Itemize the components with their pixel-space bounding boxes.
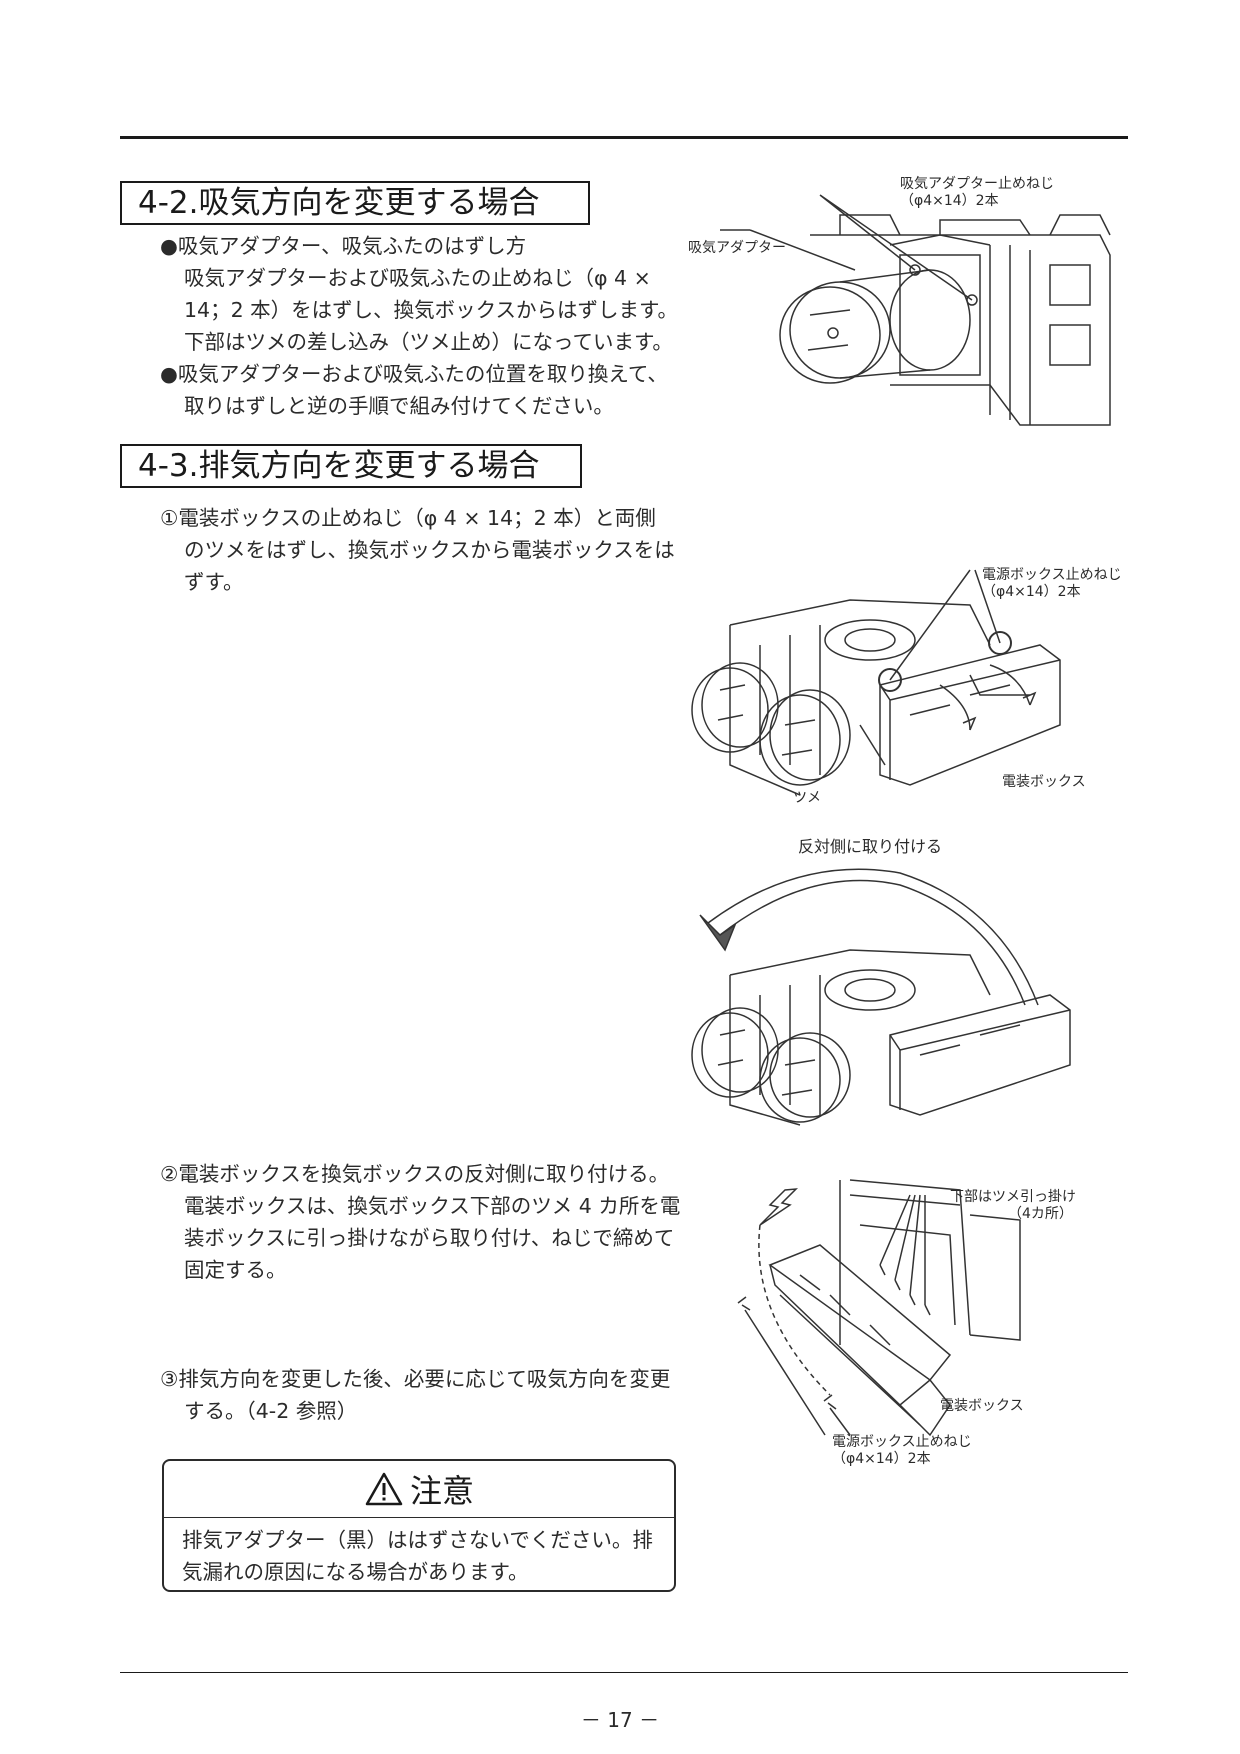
text-line: 固定する。 bbox=[184, 1258, 287, 1282]
callout-intake-adapter: 吸気アダプター bbox=[688, 240, 786, 256]
text-line: ●吸気アダプターおよび吸気ふたの位置を取り換えて、 bbox=[160, 362, 668, 386]
remove-box-illustration bbox=[691, 569, 1061, 796]
section-4-3-step2: ②電装ボックスを換気ボックスの反対側に取り付ける。 電装ボックスは、換気ボックス… bbox=[160, 1158, 680, 1286]
text-line: 14；2 本）をはずし、換気ボックスからはずします。 bbox=[184, 298, 678, 322]
section-4-3-step1: ①電装ボックスの止めねじ（φ 4 × 14；2 本）と両側 のツメをはずし、換気… bbox=[160, 502, 675, 598]
text-line: ずす。 bbox=[184, 570, 244, 594]
callout-power-box-screw-2: 電源ボックス止めねじ （φ4×14）2本 bbox=[832, 1434, 972, 1467]
text-line: 吸気アダプターおよび吸気ふたの止めねじ（φ 4 × bbox=[184, 266, 651, 290]
bottom-rule bbox=[120, 1672, 1128, 1673]
text-line: のツメをはずし、換気ボックスから電装ボックスをは bbox=[184, 538, 675, 562]
text-line: 装ボックスに引っ掛けながら取り付け、ねじで締めて bbox=[184, 1226, 675, 1250]
caution-title: 注意 bbox=[409, 1472, 474, 1510]
caution-box: 注意 排気アダプター（黒）ははずさないでください。排 気漏れの原因になる場合があ… bbox=[162, 1459, 676, 1592]
text-line: 電装ボックスは、換気ボックス下部のツメ 4 カ所を電 bbox=[184, 1194, 681, 1218]
warning-triangle-icon bbox=[365, 1472, 403, 1506]
top-rule bbox=[120, 136, 1128, 139]
caution-line: 排気アダプター（黒）ははずさないでください。排 bbox=[182, 1528, 653, 1552]
callout-intake-screw: 吸気アダプター止めねじ （φ4×14）2本 bbox=[900, 176, 1054, 209]
callout-attach-opposite: 反対側に取り付ける bbox=[798, 837, 943, 856]
text-line: ③排気方向を変更した後、必要に応じて吸気方向を変更 bbox=[160, 1367, 671, 1391]
text-line: ①電装ボックスの止めねじ（φ 4 × 14；2 本）と両側 bbox=[160, 506, 656, 530]
section-title-4-3: 4-3.排気方向を変更する場合 bbox=[120, 444, 582, 488]
text-line: 取りはずしと逆の手順で組み付けてください。 bbox=[184, 394, 614, 418]
hook-box-illustration bbox=[737, 1179, 1021, 1437]
callout-electrical-box: 電装ボックス bbox=[1002, 774, 1086, 790]
text-line: 下部はツメの差し込み（ツメ止め）になっています。 bbox=[184, 330, 673, 354]
page-number: － 17 － bbox=[580, 1708, 660, 1732]
caution-line: 気漏れの原因になる場合があります。 bbox=[182, 1560, 529, 1584]
callout-power-box-screw: 電源ボックス止めねじ （φ4×14）2本 bbox=[982, 567, 1122, 600]
figure-hook-box bbox=[730, 1165, 1100, 1445]
caution-header: 注意 bbox=[164, 1461, 674, 1518]
text-line: ②電装ボックスを換気ボックスの反対側に取り付ける。 bbox=[160, 1162, 670, 1186]
callout-hook: 下部はツメ引っ掛け （4カ所） bbox=[950, 1189, 1076, 1222]
figure-intake-adapter bbox=[690, 175, 1130, 445]
section-4-3-step3: ③排気方向を変更した後、必要に応じて吸気方向を変更 する。（4-2 参照） bbox=[160, 1363, 670, 1427]
figure-remove-box bbox=[690, 565, 1090, 825]
callout-electrical-box-2: 電装ボックス bbox=[940, 1398, 1024, 1414]
section-title-4-2: 4-2.吸気方向を変更する場合 bbox=[120, 181, 590, 225]
caution-body: 排気アダプター（黒）ははずさないでください。排 気漏れの原因になる場合があります… bbox=[164, 1518, 674, 1588]
attach-opposite-illustration bbox=[691, 868, 1071, 1126]
text-line: する。（4-2 参照） bbox=[184, 1399, 358, 1423]
intake-adapter-illustration bbox=[720, 194, 1111, 426]
callout-tab: ツメ bbox=[793, 790, 821, 806]
figure-attach-opposite bbox=[690, 855, 1090, 1130]
section-4-2-text: ●吸気アダプター、吸気ふたのはずし方 吸気アダプターおよび吸気ふたの止めねじ（φ… bbox=[160, 230, 678, 422]
text-line: ●吸気アダプター、吸気ふたのはずし方 bbox=[160, 234, 527, 258]
